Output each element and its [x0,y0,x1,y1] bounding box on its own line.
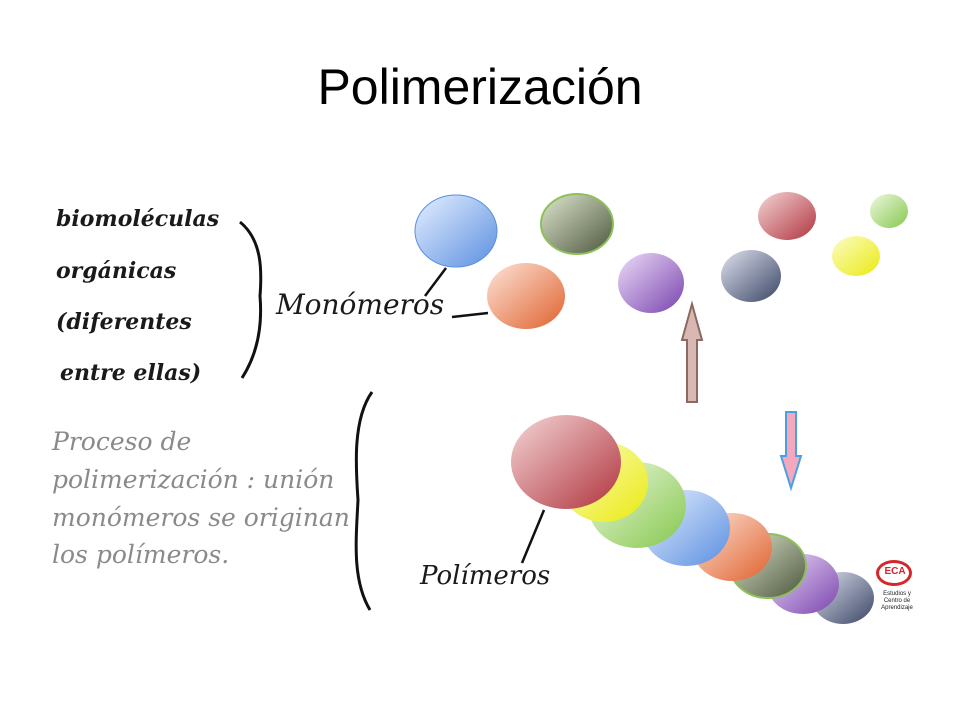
monomer-yellow [832,236,880,276]
monomeros-pointer-1 [424,267,447,297]
monomer-purple [618,253,684,313]
polymer-red [511,415,621,509]
left-line-2: orgánicas [56,258,177,284]
monomer-orange [487,263,565,329]
eca-logo: ECA Estudios y Centro de Aprendizaje [873,558,917,620]
polimeros-pointer [520,509,546,564]
arrow-down [779,411,803,492]
monomer-blue [414,194,498,268]
monomer-red [758,192,816,240]
right-brace [239,220,263,379]
left-line-4: entre ellas) [60,360,202,386]
left-brace [354,391,374,611]
polimeros-label: Polímeros [420,561,551,591]
proceso-line-1: Proceso de [52,427,192,456]
proceso-line-2: polimerización : unión [52,465,335,494]
monomer-slate [721,250,781,302]
page-title: Polimerización [317,59,643,115]
left-line-3: (diferentes [56,309,192,335]
proceso-line-3: monómeros se originan [52,503,350,532]
logo-acronym: ECA [884,566,906,577]
logo-line-1: Estudios y [883,591,911,597]
monomer-light-green [870,194,908,228]
monomeros-pointer-2 [451,311,489,319]
monomer-green-gray [540,193,614,255]
logo-line-2: Centro de [883,598,911,604]
logo-line-3: Aprendizaje [881,605,913,611]
logo-caption: Estudios y Centro de Aprendizaje [873,591,921,612]
left-line-1: biomoléculas [56,206,220,232]
monomeros-label: Monómeros [276,288,445,321]
proceso-line-4: los polímeros. [52,540,230,569]
logo-badge [876,560,912,586]
arrow-up [680,300,704,403]
